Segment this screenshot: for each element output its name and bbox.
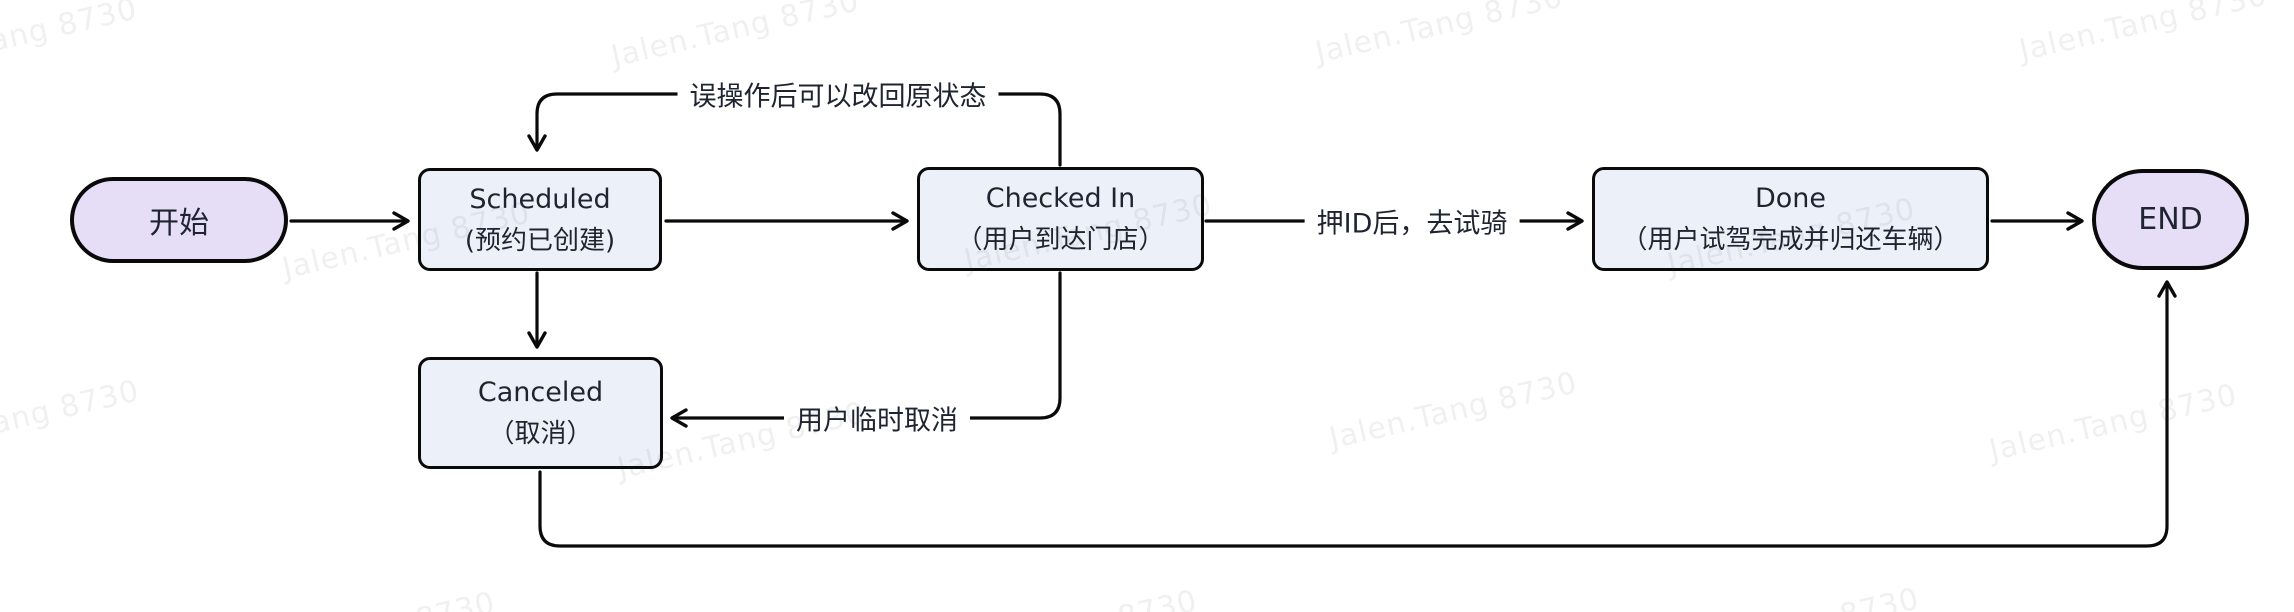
edge-canceled-to-end (538, 280, 2177, 548)
node-end: END (2092, 169, 2249, 270)
node-checked-in: Checked In （用户到达门店） (917, 167, 1204, 271)
node-start-label: 开始 (149, 206, 209, 241)
node-canceled-title: Canceled (477, 377, 604, 408)
node-checked-in-subtitle: （用户到达门店） (956, 225, 1165, 255)
edge-label-to-ride: 押ID后，去试骑 (1304, 199, 1520, 243)
node-done: Done （用户试驾完成并归还车辆） (1592, 167, 1989, 271)
node-canceled-subtitle: （取消） (488, 419, 593, 449)
edge-checkedin-to-canceled (670, 271, 1062, 428)
node-start: 开始 (70, 177, 288, 263)
node-done-title: Done (1754, 183, 1827, 214)
node-checked-in-title: Checked In (985, 183, 1136, 214)
node-done-subtitle: （用户试驾完成并归还车辆） (1621, 225, 1960, 255)
edge-label-revert: 误操作后可以改回原状态 (677, 72, 999, 116)
edge-label-cancel: 用户临时取消 (784, 396, 970, 440)
node-end-label: END (2138, 202, 2203, 237)
node-canceled: Canceled （取消） (418, 357, 663, 469)
node-scheduled-title: Scheduled (469, 183, 611, 215)
node-scheduled-subtitle: (预约已创建) (464, 225, 616, 256)
node-scheduled: Scheduled (预约已创建) (418, 168, 662, 271)
